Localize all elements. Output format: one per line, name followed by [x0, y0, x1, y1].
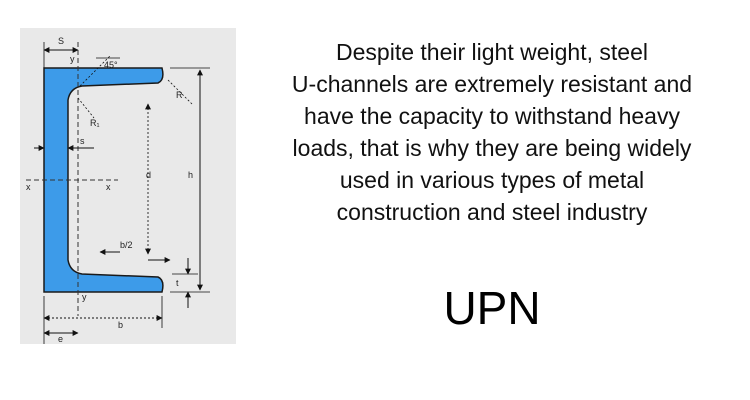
r-label: R [176, 90, 183, 100]
b-half-label: b/2 [120, 240, 133, 250]
upn-cross-section-svg: S y 45° R₁ R s x x d h b/2 t y b e [26, 36, 210, 344]
description-text: Despite their light weight, steel U-chan… [242, 36, 742, 228]
description-line: construction and steel industry [336, 199, 648, 225]
description-line: loads, that is why they are being widely [292, 135, 692, 161]
y-bottom-label: y [82, 292, 87, 302]
s-web-label: s [80, 136, 85, 146]
description-line: Despite their light weight, steel [336, 39, 648, 65]
h-label: h [188, 170, 193, 180]
s-top-label: S [58, 36, 64, 46]
r1-radius-line [77, 97, 95, 119]
upn-profile-diagram: S y 45° R₁ R s x x d h b/2 t y b e [20, 28, 236, 344]
t-label: t [176, 278, 179, 288]
b-label: b [118, 320, 123, 330]
e-label: e [58, 334, 63, 344]
product-title: UPN [443, 282, 541, 334]
y-top-label: y [70, 54, 75, 64]
r-radius-line [167, 79, 193, 105]
description-line: have the capacity to withstand heavy [304, 103, 680, 129]
x-left-label: x [26, 182, 31, 192]
angle-label: 45° [104, 60, 118, 70]
angle-guide-line [79, 55, 111, 87]
d-label: d [146, 170, 151, 180]
description-line: used in various types of metal [339, 167, 645, 193]
r1-label: R₁ [90, 118, 100, 128]
x-right-label: x [106, 182, 111, 192]
description-line: U-channels are extremely resistant and [291, 71, 693, 97]
